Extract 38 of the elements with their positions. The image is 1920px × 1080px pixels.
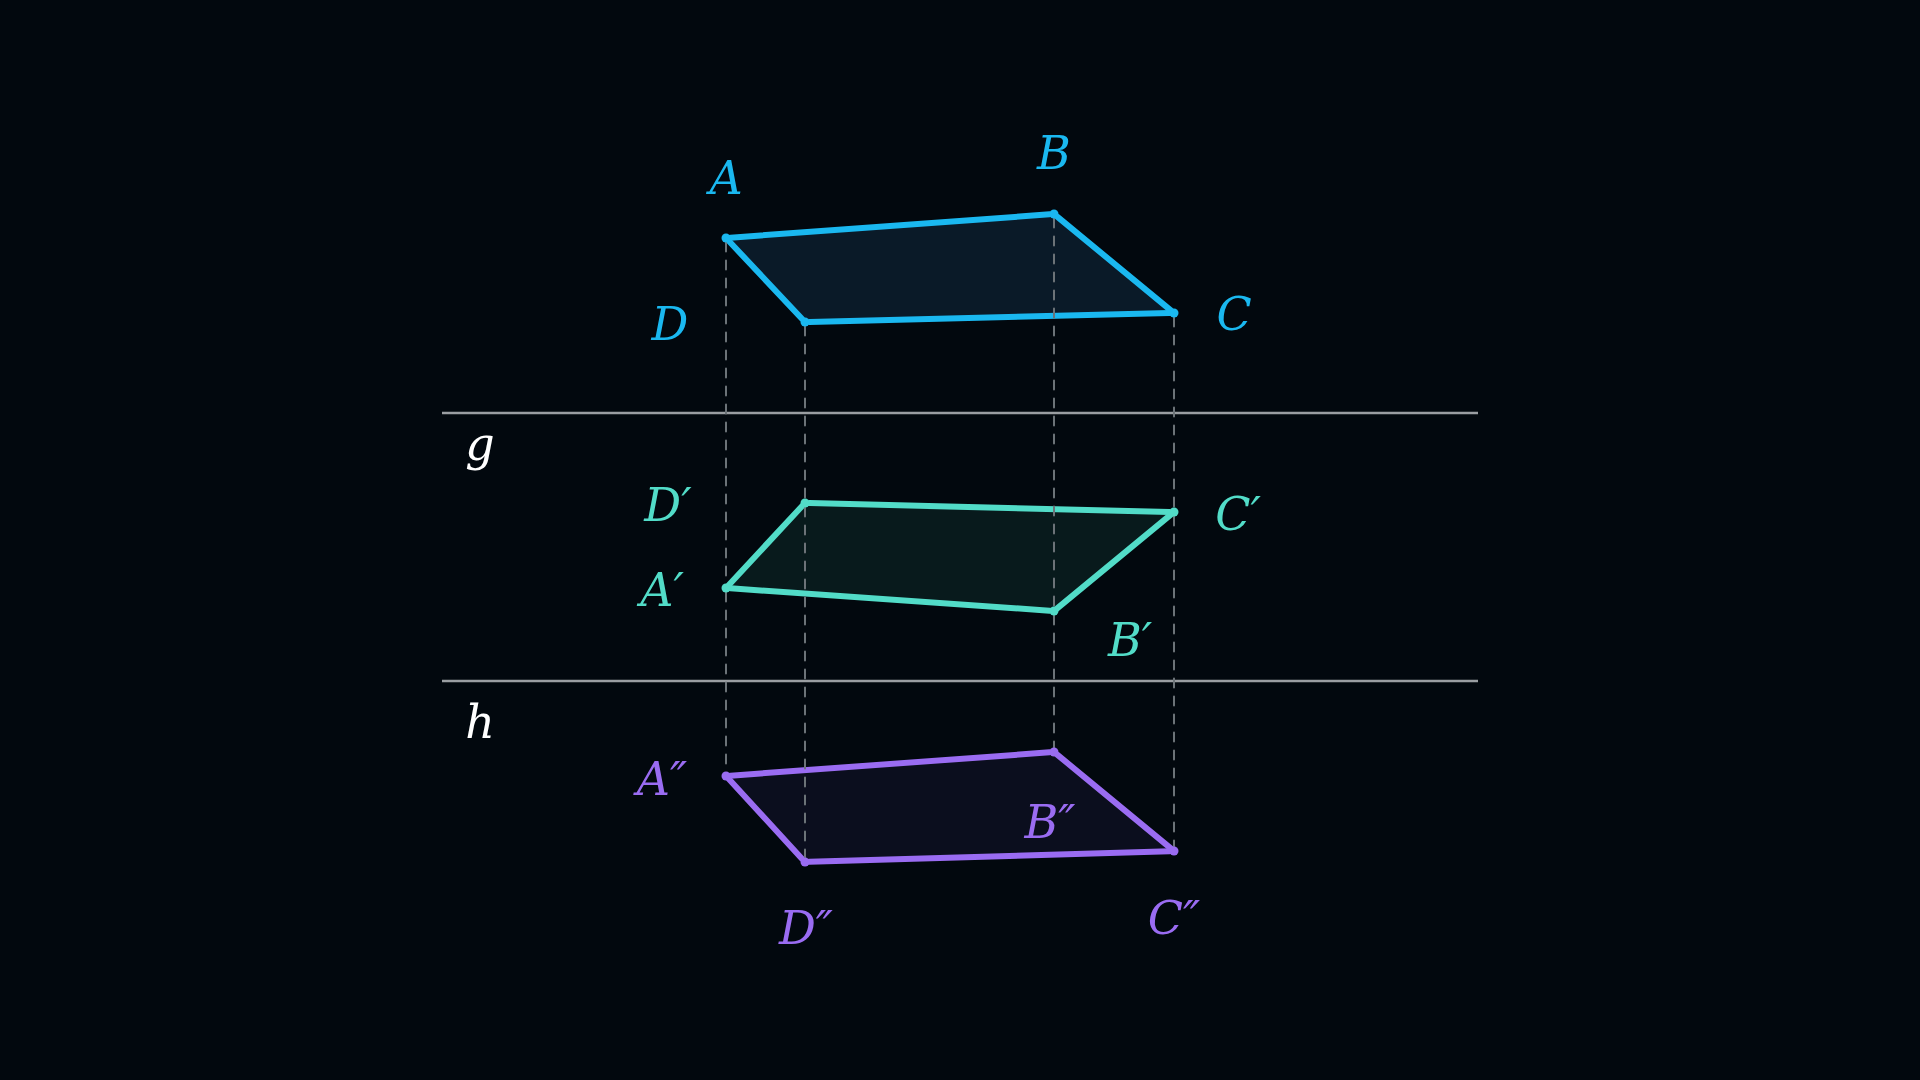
vertex-point <box>800 317 810 327</box>
edge-line <box>806 500 1173 515</box>
vertex-label: C′ <box>1215 491 1261 537</box>
projection-line <box>804 325 806 500</box>
edge-line <box>1054 511 1174 612</box>
vertex-point <box>1049 606 1059 616</box>
edge-line <box>726 776 805 862</box>
vertex-point <box>1169 308 1179 318</box>
projection-line <box>1053 217 1055 608</box>
edge-line <box>806 848 1173 865</box>
vertex-label: D <box>651 301 689 347</box>
vertex-point <box>1049 209 1059 219</box>
edge-line <box>726 238 805 322</box>
vertex-label: C <box>1216 291 1252 337</box>
edge-line <box>727 211 1053 241</box>
vertex-point <box>721 233 731 243</box>
vertex-point <box>721 583 731 593</box>
edge-line <box>726 503 805 588</box>
vertex-point <box>800 857 810 867</box>
projection-line <box>1053 614 1055 749</box>
vertex-label: B′ <box>1107 617 1153 663</box>
vertex-point <box>800 498 810 508</box>
vertex-point <box>1169 507 1179 517</box>
vertex-point <box>1049 747 1059 757</box>
vertex-point <box>721 771 731 781</box>
projection-line <box>1173 316 1175 509</box>
projection-line <box>804 506 806 859</box>
edge-line <box>727 749 1053 779</box>
edge-line <box>806 310 1173 325</box>
edge-line <box>727 585 1053 614</box>
vertex-label: B″ <box>1024 799 1076 845</box>
vertex-label: D′ <box>644 482 692 528</box>
vertex-point <box>1169 846 1179 856</box>
projection-line <box>1173 515 1175 848</box>
vertex-label: B <box>1037 130 1071 176</box>
line-label: h <box>465 699 495 745</box>
vertex-label: D″ <box>778 905 834 951</box>
vertex-label: C″ <box>1147 895 1201 941</box>
